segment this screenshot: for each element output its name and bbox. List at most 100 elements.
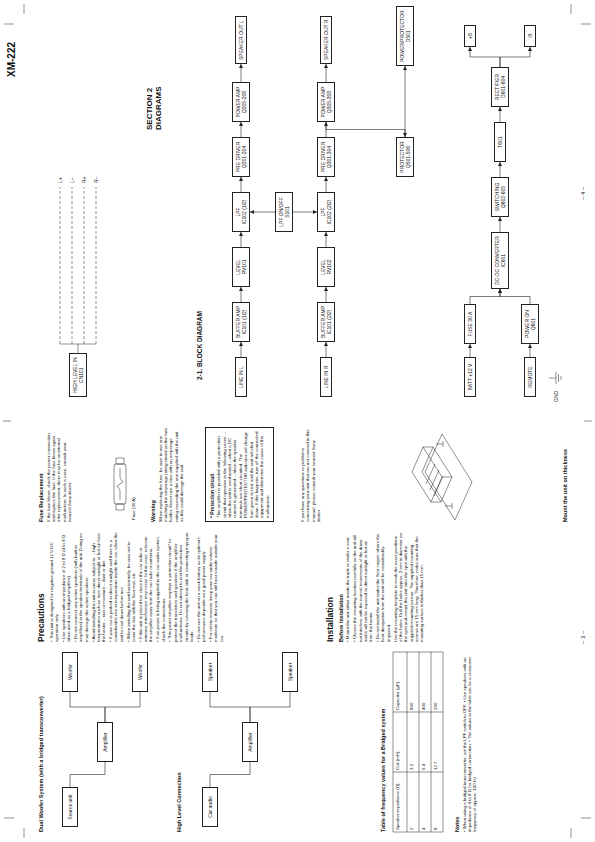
connector <box>326 342 327 357</box>
terminal-block: SPEAKER OUT L <box>235 16 247 64</box>
diagram-box: Speaker <box>202 652 218 692</box>
diagram-box: Amplifier <box>97 722 113 762</box>
node-text: IC601 <box>500 236 506 285</box>
component-block: FUSE 30 A <box>464 304 476 344</box>
connector <box>210 762 250 787</box>
table-cell: 400 <box>421 654 426 710</box>
component-block: PROTECTORQ501-506 <box>396 137 414 177</box>
terminal-block: SPEAKER OUT R <box>320 16 332 64</box>
node-text: D501 <box>405 10 411 62</box>
diagram-box: Speaker <box>282 652 298 692</box>
terminal-block: +B <box>464 25 476 47</box>
node-text: SPEAKER OUT R <box>323 20 329 60</box>
component-block: LPFIC102 (2/2) <box>317 192 335 232</box>
component-block: PRE DRIVERQ201-204 <box>232 137 250 177</box>
body-text: • Use speakers with an impedance of 2 to… <box>61 532 72 642</box>
node-text: POWER/PROTECTOR <box>399 10 405 62</box>
note-box: * Protection circuitThis amplifier is pr… <box>205 427 274 522</box>
body-text: When replacing the fuse, be sure to use … <box>158 427 185 522</box>
connector <box>241 287 242 302</box>
text-column: Fuse ReplacementIf the fuse blows, check… <box>36 427 74 522</box>
body-text: • Do not connect any active speakers (wi… <box>73 532 89 642</box>
node-text: This amplifier is provided with a protec… <box>216 431 270 518</box>
node-text: RV101 <box>241 251 247 283</box>
connector <box>470 289 500 304</box>
node-text: LINE IN L <box>238 361 244 393</box>
component-block: BUFFER AMPIC101 (1/2) <box>232 302 250 342</box>
node-text: CN101 <box>78 357 84 393</box>
connector <box>70 762 105 787</box>
connector <box>241 122 242 137</box>
fuse-illustration <box>114 458 126 510</box>
table-cell: 3.2 <box>409 714 414 770</box>
component-block: BUFFER AMPIC101 (2/2) <box>317 302 335 342</box>
node-text: * Protection circuit <box>209 431 215 518</box>
node-text: Q301-304 <box>326 141 332 173</box>
table-cell: Speaker impedance (Ω) <box>395 774 400 830</box>
node-text: BUFFER AMP <box>320 306 326 338</box>
node-text: LEVEL <box>320 251 326 283</box>
section-heading: Dual Woofer System (with a bridged trans… <box>38 647 45 832</box>
component-block: DC-DC CONVERTERIC601 <box>491 232 509 289</box>
connector <box>70 692 105 722</box>
body-text: • If your car is parked in direct sunlig… <box>108 532 124 642</box>
body-text: • For safety reasons, keep your car audi… <box>208 532 224 642</box>
node-text: Speaker <box>287 657 293 687</box>
node-text: +B <box>467 29 473 43</box>
node-text: DC-DC CONVERTER <box>494 236 500 285</box>
node-text: LPF ON/OFF <box>278 196 284 228</box>
node-text: Source unit <box>67 792 73 822</box>
connector <box>326 177 327 192</box>
connector <box>326 64 327 82</box>
connector <box>250 692 290 722</box>
body-text: • This power amplifier employs a protect… <box>167 532 194 642</box>
connector <box>530 344 531 357</box>
connector <box>241 177 242 192</box>
node-text: T601 <box>497 126 503 158</box>
note-text: • When using a bridged transconverter, s… <box>462 650 478 832</box>
body-text: • If this unit is placed too close to th… <box>138 532 154 642</box>
text-column: InstallationBefore Installation• Mount t… <box>325 532 426 642</box>
connector-block: LINE IN R <box>320 357 332 397</box>
node-text: RECTIFIER <box>494 71 500 103</box>
model-number: XM-222 <box>6 17 17 77</box>
node-text: SWITCHING <box>494 181 500 213</box>
indicator-block: POWER/PROTECTORD501 <box>396 6 414 66</box>
body-text: • When installing the unit horizontally,… <box>126 532 137 642</box>
node-text: BATT +12 V <box>467 361 473 393</box>
node-text: -B <box>527 29 533 43</box>
table-cell: 200 <box>433 654 438 710</box>
node-text: Amplifier <box>247 727 253 757</box>
connector <box>250 212 275 213</box>
diagram-box: Source unit <box>62 787 78 827</box>
node-text: Q602-605 <box>500 181 506 213</box>
table-title: Table of frequency values for a Bridged … <box>380 647 387 832</box>
body-text: If the fuse blows, check the power conne… <box>46 427 73 522</box>
node-text: PROTECTOR <box>399 141 405 173</box>
connector-block: HIGH LEVEL INCN101 <box>69 353 87 397</box>
terminal-label: L– <box>69 167 75 183</box>
node-text: POWER ON <box>524 308 530 340</box>
diagram-box: Car audio <box>202 787 218 827</box>
diagram-box: Amplifier <box>242 722 258 762</box>
subheading: Before Installation <box>338 532 345 642</box>
node-text: BUFFER AMP <box>235 306 241 338</box>
text-column: Precautions• This unit is designed for n… <box>36 532 225 642</box>
notes-heading: Notes <box>454 650 461 832</box>
table-grid <box>393 652 443 832</box>
body-text: Use the mounting template to mark the ex… <box>393 532 425 642</box>
section-heading: Installation <box>326 532 336 642</box>
connector <box>241 342 242 357</box>
body-text: • Avoid installing the unit in areas sub… <box>91 532 107 642</box>
transformer-block: T601 <box>494 122 506 162</box>
connector <box>241 64 242 82</box>
node-text: S101 <box>284 196 290 228</box>
node-text: Q201-204 <box>241 141 247 173</box>
connector <box>326 287 327 302</box>
component-block: POWER ONQ601 <box>521 304 539 344</box>
body-text: • Choose the mounting location carefully… <box>352 532 374 642</box>
node-text: IC102 (1/2) <box>241 196 247 228</box>
node-text: HIGH LEVEL IN <box>72 357 78 393</box>
connector <box>326 122 405 137</box>
